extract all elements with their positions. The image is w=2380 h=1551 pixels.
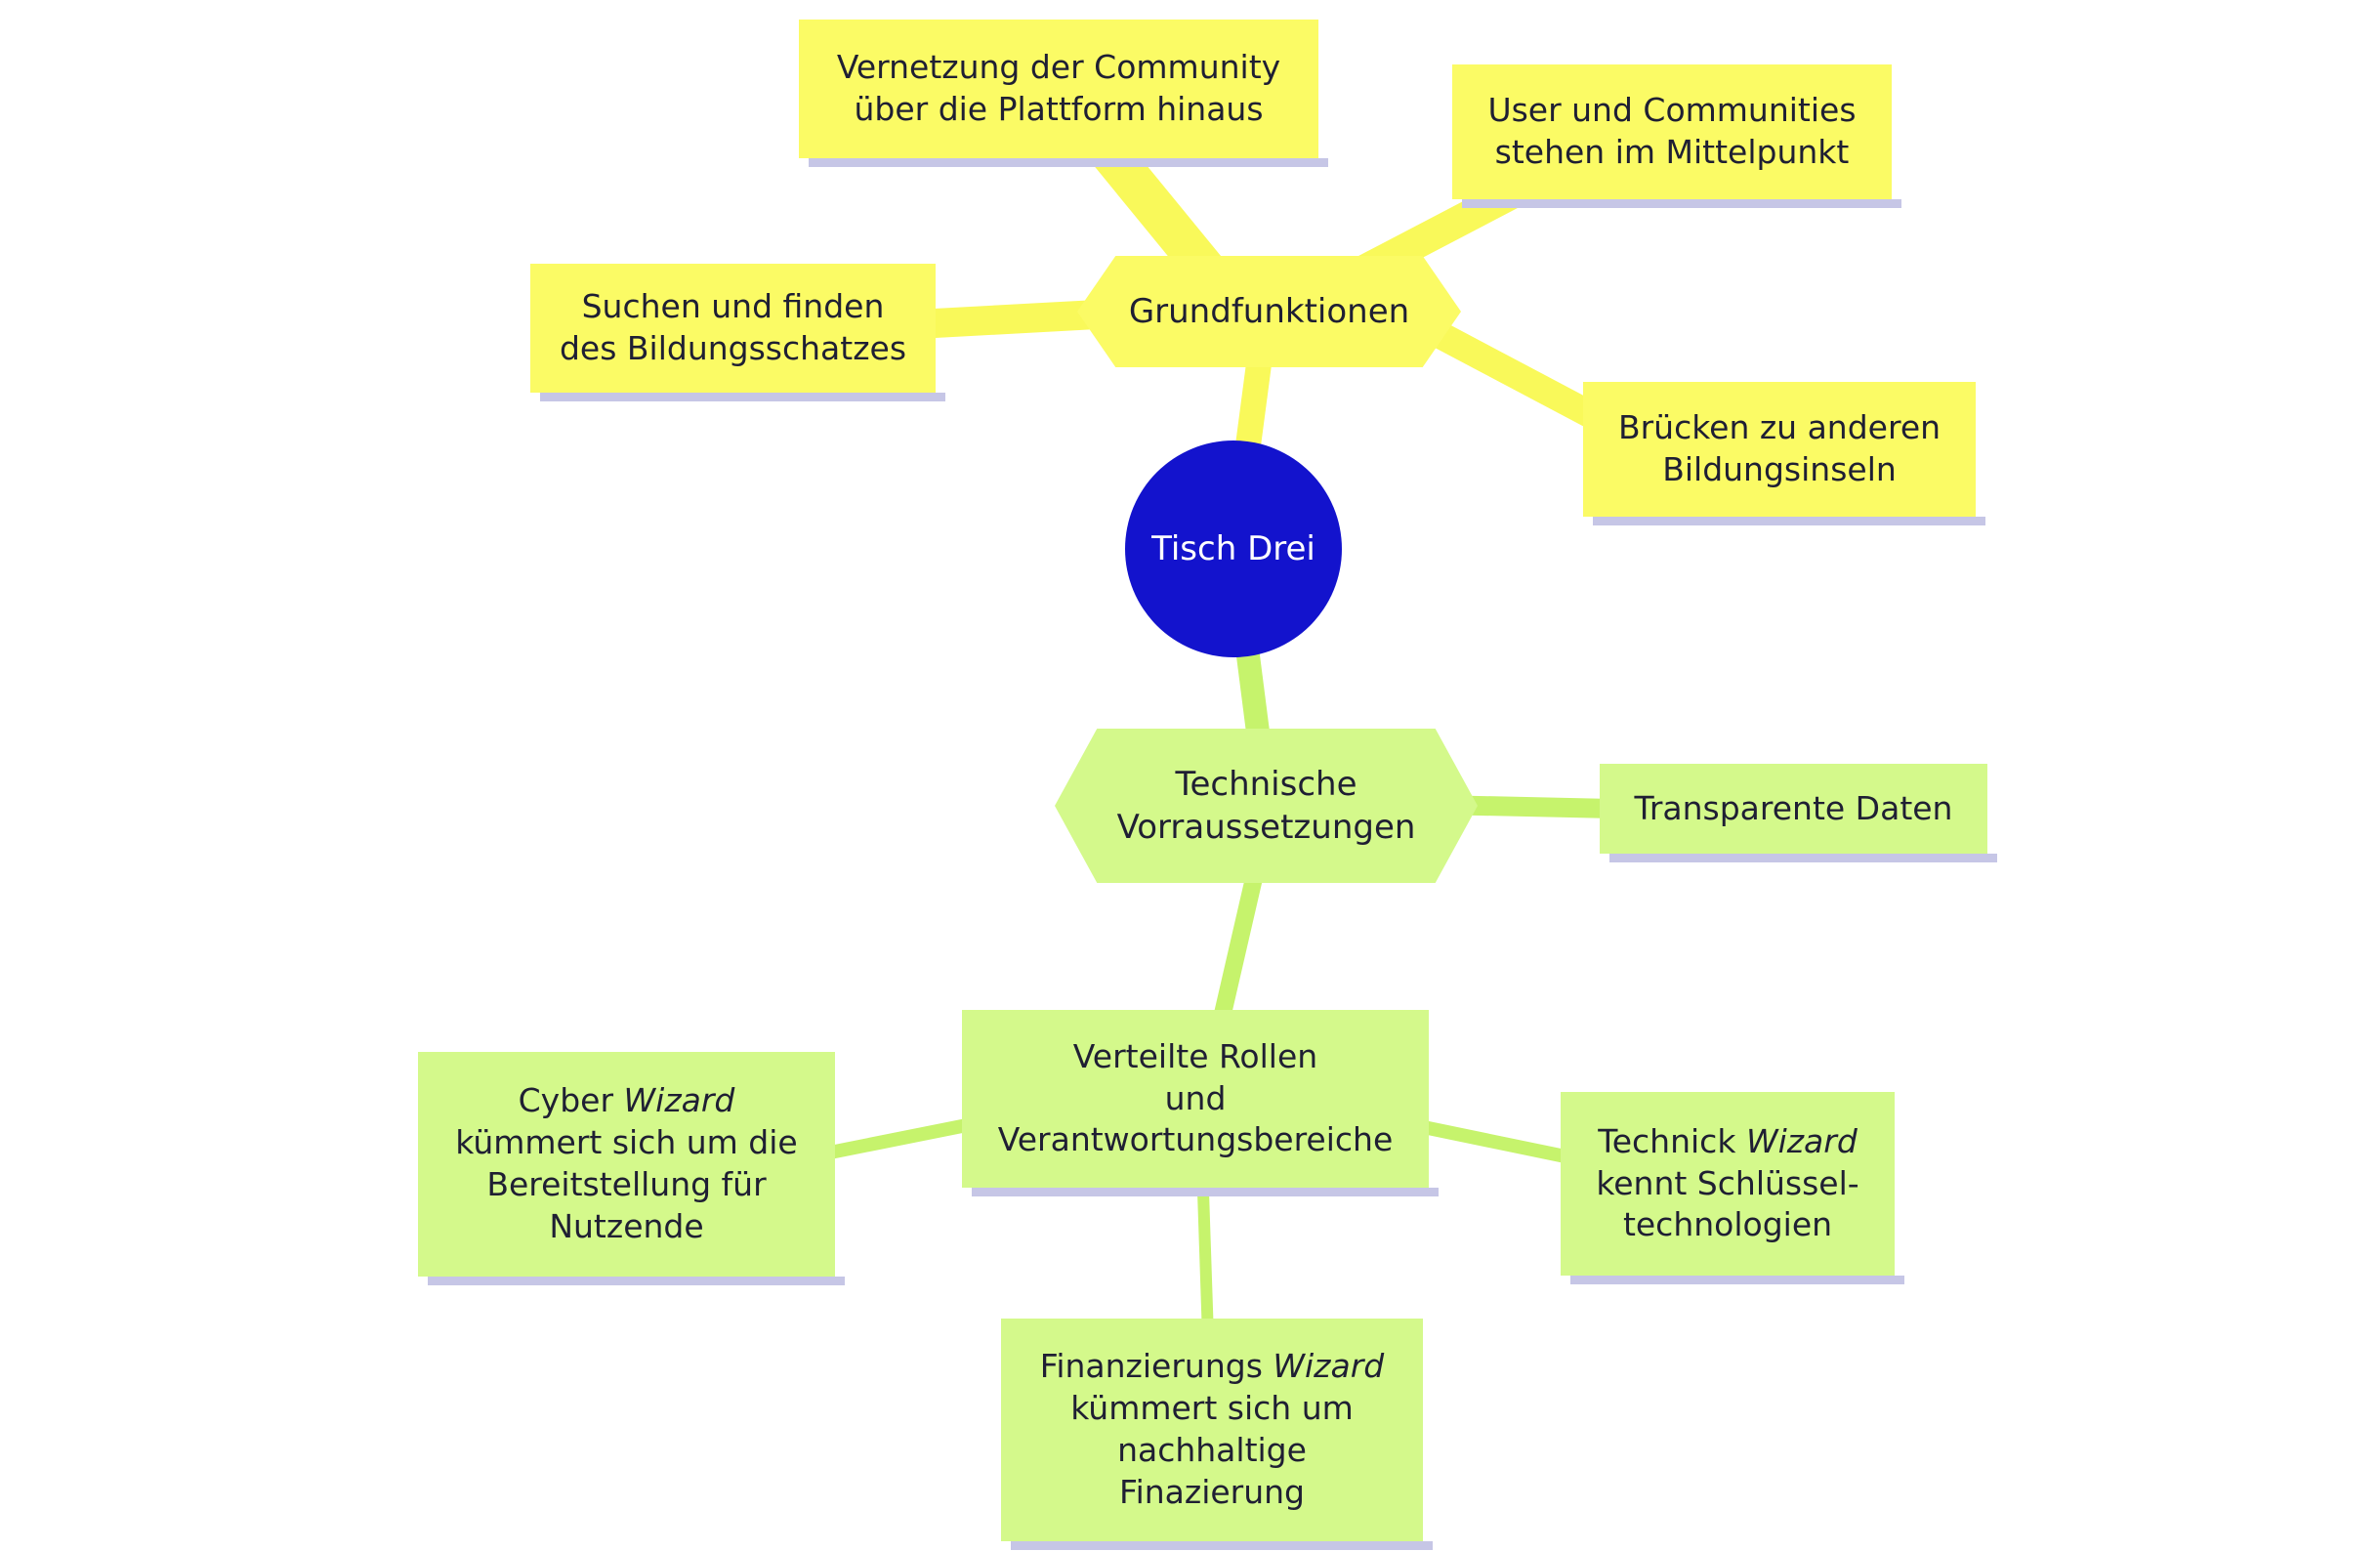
node-label-line: Finanzierungs Wizard	[1040, 1346, 1384, 1388]
node-label-segment: technologien	[1622, 1205, 1833, 1244]
node-label-line: technologien	[1623, 1204, 1832, 1246]
node-label-line: Transparente Daten	[1635, 788, 1953, 830]
node-label-line: Grundfunktionen	[1129, 290, 1409, 333]
node-label-segment: des Bildungsschatzes	[559, 329, 907, 367]
node-label-segment: nachhaltige	[1117, 1431, 1307, 1469]
node-label-line: stehen im Mittelpunkt	[1495, 132, 1850, 174]
node-label-line: Nutzende	[549, 1206, 703, 1248]
node-label-segment: Suchen und finden	[581, 287, 885, 326]
node-label-line: Finazierung	[1119, 1472, 1305, 1514]
node-label-segment: und	[1164, 1078, 1227, 1117]
node-label-segment: über die Plattform hinaus	[854, 90, 1264, 128]
node-label-line: Bildungsinseln	[1662, 449, 1897, 491]
node-label-line: Technick Wizard	[1598, 1121, 1858, 1163]
node-label-segment: Vernetzung der Community	[836, 48, 1281, 87]
node-label-line: Suchen und finden	[582, 286, 885, 328]
node-label-segment: Tisch Drei	[1151, 528, 1315, 568]
node-label-line: User und Communities	[1487, 90, 1856, 132]
node-label-line: kümmert sich um	[1070, 1388, 1354, 1430]
node-label-line: Bereitstellung für	[486, 1164, 766, 1206]
node-label-segment: Wizard	[1273, 1347, 1385, 1386]
node-label-segment: Grundfunktionen	[1128, 291, 1410, 331]
node-label-segment: Vorraussetzungen	[1116, 808, 1416, 847]
node-label-segment: Technick	[1598, 1121, 1746, 1160]
node-label-segment: Finanzierungs	[1039, 1347, 1274, 1386]
node-label-line: und	[1165, 1078, 1227, 1120]
node-grundfunktionen[interactable]: Grundfunktionen	[1077, 256, 1461, 367]
node-label-segment: Brücken zu anderen	[1617, 408, 1942, 447]
node-label-segment: Wizard	[623, 1081, 735, 1120]
node-label-line: Cyber Wizard	[519, 1080, 735, 1122]
node-label-segment: User und Communities	[1487, 91, 1857, 130]
node-label-segment: Cyber	[518, 1081, 624, 1120]
node-label-line: nachhaltige	[1117, 1430, 1307, 1472]
node-label-line: des Bildungsschatzes	[560, 328, 906, 370]
node-label-line: Vorraussetzungen	[1117, 806, 1416, 849]
node-label-line: kümmert sich um die	[455, 1122, 797, 1164]
node-label-line: Brücken zu anderen	[1618, 407, 1941, 449]
node-label-line: Tisch Drei	[1151, 527, 1315, 570]
node-label-segment: Transparente Daten	[1634, 788, 1953, 827]
node-label-line: kennt Schlüssel-	[1596, 1163, 1858, 1205]
node-label-segment: kennt Schlüssel-	[1596, 1163, 1859, 1202]
node-label-segment: Bereitstellung für	[486, 1165, 767, 1203]
node-label-line: Vernetzung der Community	[837, 47, 1280, 89]
node-label-segment: Wizard	[1745, 1121, 1858, 1160]
root-node-tisch-drei[interactable]: Tisch Drei	[1125, 440, 1342, 657]
node-label-segment: kümmert sich um die	[455, 1123, 798, 1162]
node-label-segment: Verteilte Rollen	[1072, 1036, 1318, 1075]
node-label-segment: kümmert sich um	[1070, 1389, 1354, 1428]
node-label-segment: Bildungsinseln	[1662, 450, 1897, 488]
node-transparente-daten[interactable]: Transparente Daten	[1600, 764, 1997, 862]
node-label-segment: Verantwortungsbereiche	[997, 1120, 1394, 1159]
node-label-line: Verteilte Rollen	[1073, 1036, 1317, 1078]
node-label-line: Technische	[1175, 763, 1357, 806]
node-label-segment: Nutzende	[549, 1206, 704, 1245]
node-label-segment: Finazierung	[1118, 1472, 1306, 1511]
node-label-segment: stehen im Mittelpunkt	[1494, 133, 1850, 171]
node-label-segment: Technische	[1175, 764, 1357, 804]
node-label-line: über die Plattform hinaus	[854, 89, 1263, 131]
node-label-line: Verantwortungsbereiche	[998, 1119, 1394, 1161]
